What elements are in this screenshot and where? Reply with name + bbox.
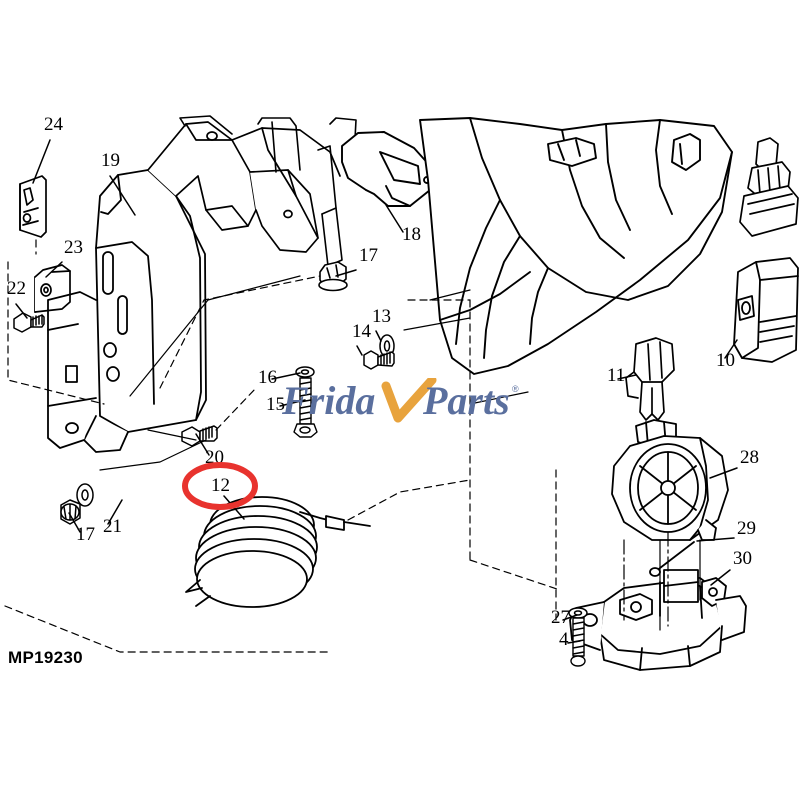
leader-line-21 — [107, 499, 123, 525]
part-21-washer — [76, 483, 94, 507]
part-12-coiled-hose — [185, 496, 371, 608]
callout-c13: 13 — [372, 306, 391, 327]
callout-c16: 16 — [258, 367, 277, 388]
callout-c15: 15 — [266, 394, 285, 415]
construction-lines — [4, 239, 561, 653]
part-15-long-bolt — [293, 377, 318, 438]
part-22-bolt — [13, 312, 45, 333]
callout-c21: 21 — [103, 516, 122, 537]
leader-line-10 — [724, 339, 738, 359]
callout-leader-lines — [15, 139, 738, 644]
leader-line-17 — [68, 512, 81, 533]
leader-line-27 — [562, 614, 578, 621]
callout-c10: 10 — [716, 350, 735, 371]
leader-line-28 — [709, 467, 738, 479]
body-shell — [419, 117, 733, 375]
part-16-washer — [295, 366, 315, 378]
leader-line-17 — [335, 269, 357, 277]
part-19-main-bracket — [47, 169, 207, 453]
callout-c18: 18 — [402, 224, 421, 245]
callout-c28: 28 — [740, 447, 759, 468]
callout-c22: 22 — [7, 278, 26, 299]
part-17-flange-nut — [318, 261, 348, 292]
part-24-bracket — [19, 175, 47, 238]
leader-line-20 — [195, 433, 210, 456]
highlight-ellipse — [182, 462, 258, 510]
part-20-bolt — [181, 425, 218, 447]
part-19-upper-arm — [147, 121, 341, 253]
part-23-block — [34, 264, 71, 313]
part-17b-nut — [60, 499, 81, 525]
callout-c27: 27 — [551, 607, 570, 628]
part-28-blower-housing — [611, 419, 729, 541]
callout-c4: 4 — [559, 629, 569, 650]
leader-line-29 — [696, 537, 735, 542]
callout-c19: 19 — [101, 150, 120, 171]
leader-line-23 — [45, 261, 63, 278]
leader-line-15 — [279, 399, 306, 407]
part-30-mount-bracket — [569, 569, 747, 671]
part-18-latch — [341, 131, 433, 207]
callout-c30: 30 — [733, 548, 752, 569]
construction-lines-solid — [99, 275, 701, 631]
callout-c11: 11 — [607, 365, 625, 386]
callout-c17b: 17 — [76, 524, 95, 545]
leader-line-22 — [15, 303, 28, 319]
leader-line-11 — [617, 374, 637, 380]
callout-c14: 14 — [352, 321, 372, 342]
callout-numbers: 2419232217181314161520122117101128293027… — [7, 114, 759, 650]
centerlines — [623, 531, 669, 627]
callout-c23: 23 — [64, 237, 83, 258]
callout-c12: 12 — [211, 475, 230, 496]
drawing-number: MP19230 — [8, 648, 83, 667]
leader-line-24 — [32, 139, 51, 184]
leader-line-18 — [385, 204, 404, 233]
part-upper-right-handle — [739, 137, 799, 237]
part-14-bolt — [363, 350, 395, 370]
leader-line-14 — [356, 345, 363, 356]
leader-line-30 — [710, 569, 731, 586]
part-4-bolt — [570, 617, 586, 667]
leader-line-13 — [375, 330, 382, 342]
callout-c24: 24 — [44, 114, 64, 135]
part-10-cover — [733, 257, 799, 363]
leader-line-16 — [271, 372, 301, 380]
leader-line-4 — [567, 640, 581, 644]
part-11-clip — [625, 337, 675, 421]
callout-c17a: 17 — [359, 245, 378, 266]
callout-c29: 29 — [737, 518, 756, 539]
leader-line-19 — [109, 175, 136, 216]
